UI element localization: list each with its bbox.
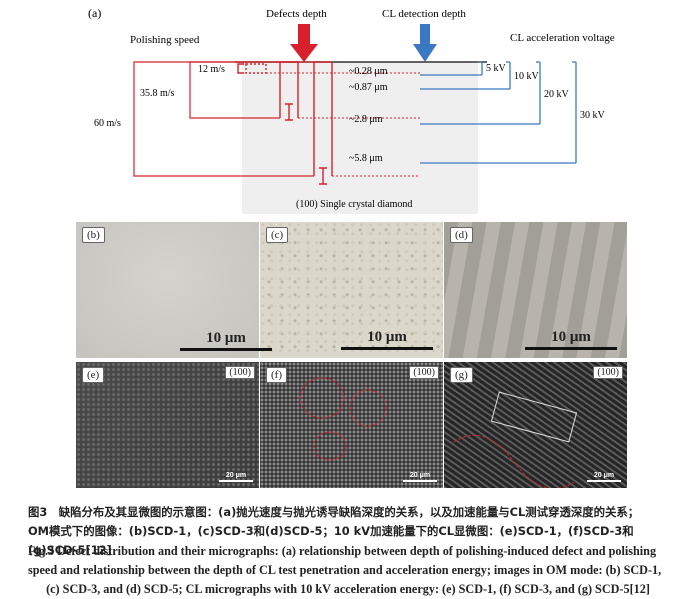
depth-58: ~5.8 μm	[349, 153, 383, 164]
defect-error-60	[319, 167, 327, 185]
bracket-12ms	[237, 63, 244, 74]
defect-region-60	[313, 61, 333, 176]
defect-error-35-8	[285, 103, 293, 121]
voltage-10kv: 10 kV	[514, 71, 540, 82]
polishing-speed-title: Polishing speed	[130, 34, 200, 46]
panel-c-label: (c)	[266, 227, 289, 243]
depth-28: ~2.8 μm	[349, 114, 383, 125]
depth-028: ~0.28 μm	[349, 66, 388, 77]
panel-e-label: (e)	[82, 367, 105, 383]
om-image-c: (c) 10 μm	[260, 222, 443, 358]
scale-bar-f: 20 μm	[403, 472, 437, 482]
depth-087: ~0.87 μm	[349, 82, 388, 93]
om-image-d: (d) 10 μm	[444, 222, 627, 358]
defects-depth-title: Defects depth	[266, 8, 327, 20]
scale-bar-d: 10 μm	[525, 329, 617, 350]
caption-cn-line2: OM模式下的图像：(b)SCD-1，(c)SCD-3和(d)SCD-5；10 k…	[28, 524, 634, 557]
bracket-60ms	[133, 61, 314, 177]
defect-outline	[299, 377, 387, 461]
defects-depth-arrow-icon	[290, 24, 318, 62]
panel-f-label: (f)	[266, 367, 287, 383]
orientation-badge-f: (100)	[409, 366, 439, 379]
cl-detection-title: CL detection depth	[382, 8, 466, 20]
orientation-badge-e: (100)	[225, 366, 255, 379]
om-image-b: (b)	[76, 222, 259, 358]
speed-60: 60 m/s	[94, 118, 121, 129]
scale-bar-g: 20 μm	[587, 472, 621, 482]
scale-bar-e: 20 μm	[219, 472, 253, 482]
caption-cn-line1: 图3 缺陷分布及其显微图的示意图：(a)抛光速度与抛光诱导缺陷深度的关系，以及加…	[28, 505, 640, 519]
diamond-substrate	[242, 62, 478, 214]
caption-en-line1: Fig.3 Defect distribution and their micr…	[28, 544, 657, 558]
panel-g-label: (g)	[450, 367, 473, 383]
cl-image-f: (f) (100) 20 μm	[260, 362, 443, 488]
voltage-30kv: 30 kV	[580, 110, 606, 121]
caption-en-line2: speed and relationship between the depth…	[28, 563, 662, 577]
voltage-5kv: 5 kV	[486, 63, 507, 74]
panel-a-label: (a)	[88, 6, 101, 20]
cl-image-e: (e) (100) 20 μm	[76, 362, 259, 488]
scale-bar-b: 10 μm	[180, 330, 272, 351]
speed-12: 12 m/s	[198, 64, 225, 75]
scale-bar-c: 10 μm	[341, 329, 433, 350]
caption-en-line3: (c) SCD-3, and (d) SCD-5; CL micrographs…	[46, 582, 650, 596]
defect-region-12	[245, 63, 267, 74]
cl-voltage-title: CL acceleration voltage	[510, 32, 615, 44]
panel-d-label: (d)	[450, 227, 473, 243]
voltage-20kv: 20 kV	[544, 89, 570, 100]
speed-35-8: 35.8 m/s	[140, 88, 175, 99]
defect-outline-g	[453, 391, 578, 488]
depth-schematic: (a) Polishing speed Defects depth CL det…	[88, 6, 615, 214]
substrate-label: (100) Single crystal diamond	[296, 199, 412, 210]
orientation-badge-g: (100)	[593, 366, 623, 379]
cl-detection-arrow-icon	[413, 24, 437, 62]
panel-b-label: (b)	[82, 227, 105, 243]
cl-image-g: (g) (100) 20 μm	[444, 362, 627, 488]
